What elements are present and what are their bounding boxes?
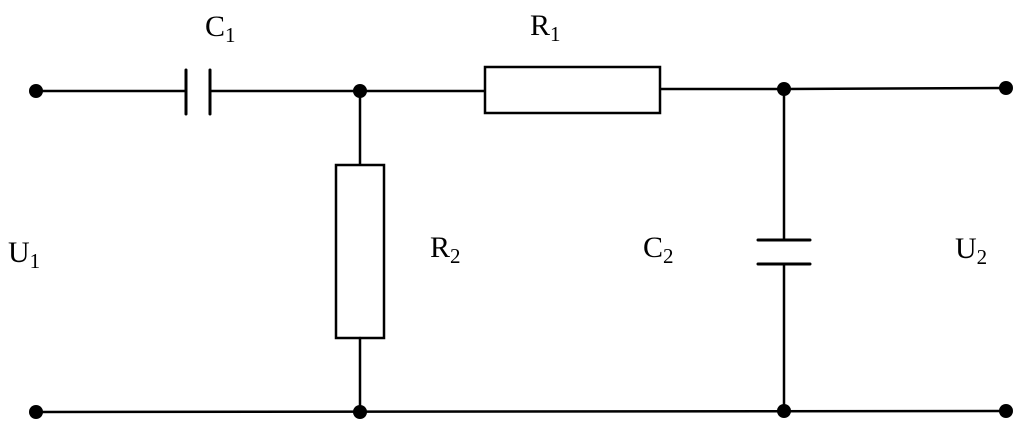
label-r1: R1: [530, 9, 561, 46]
terminal-input-bottom: [29, 405, 43, 419]
label-c2: C2: [643, 231, 674, 268]
node-r2-top: [353, 84, 367, 98]
label-c2-main: C: [643, 231, 663, 264]
capacitor-c2: [756, 238, 812, 266]
resistor-r1: [483, 65, 662, 115]
label-u2: U2: [955, 232, 987, 269]
label-c1-sub: 1: [225, 23, 236, 47]
label-r2-main: R: [430, 231, 450, 264]
label-u1: U1: [8, 236, 40, 273]
label-r2-sub: 2: [450, 244, 461, 268]
terminal-output-bottom: [999, 404, 1013, 418]
label-u1-main: U: [8, 236, 30, 269]
wire-top-output: [782, 86, 1008, 91]
terminal-input-top: [29, 84, 43, 98]
label-r2: R2: [430, 231, 461, 268]
terminal-output-top: [999, 81, 1013, 95]
resistor-r2: [334, 163, 386, 340]
node-r2-bottom: [353, 405, 367, 419]
label-u2-main: U: [955, 232, 977, 265]
node-c2-bottom: [777, 404, 791, 418]
label-u2-sub: 2: [977, 245, 988, 269]
label-c2-sub: 2: [663, 244, 674, 268]
label-r1-main: R: [530, 9, 550, 42]
label-u1-sub: 1: [30, 249, 41, 273]
label-c1-main: C: [205, 10, 225, 43]
label-c1: C1: [205, 10, 236, 47]
capacitor-c1: [184, 68, 212, 116]
node-c2-top: [777, 82, 791, 96]
label-r1-sub: 1: [550, 22, 561, 46]
wire-bottom-rail: [34, 409, 1008, 414]
